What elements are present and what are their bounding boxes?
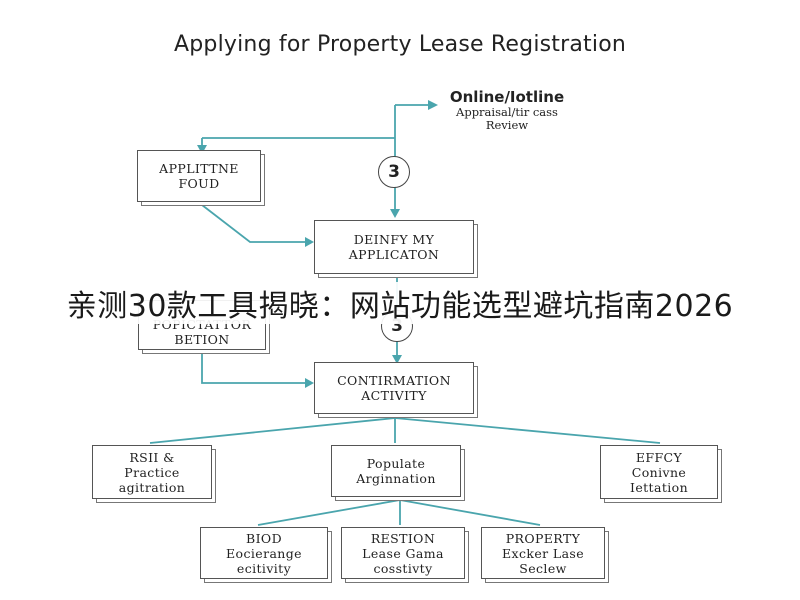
node-rsil-practice-line2: Practice [124,464,180,480]
node-effcy-line1: EFFCY [635,449,683,465]
node-bid-exchange-line3: ecitivity [236,560,292,576]
node-deliver-application-line1: DEINFY MY [353,232,435,247]
node-restion-line2: Lease Gama [362,545,444,561]
node-property-exchange: PROPERTY Excker Lase Seclew [481,527,605,579]
node-appli-found-line2: FOUD [178,176,220,191]
node-restion-line3: cosstivty [373,560,433,576]
step-badge-top: 3 [378,156,410,188]
node-restion-line1: RESTION [370,530,436,546]
connector-applitne-deliver [201,204,308,243]
connector-fan-bid [257,499,401,526]
node-bid-exchange-line2: Eocierange [226,545,302,561]
node-bid-exchange-line1: BIOD [246,530,282,546]
arrowhead-online [428,100,438,110]
node-property-exchange-line2: Excker Lase [501,545,585,561]
node-online-offline-line1: Appraisal/tir cass [456,105,558,119]
node-policy-review-line2: BETION [174,332,230,347]
node-online-offline: Online/Iotline Appraisal/tir cass Review [432,88,582,132]
connector-fan-rsil [149,417,396,444]
node-appli-found: APPLITTNE FOUD [137,150,261,202]
node-populate: Populate Arginnation [331,445,461,497]
node-online-offline-heading: Online/Iotline [449,88,565,106]
node-populate-line1: Populate [366,456,426,471]
node-property-exchange-line3: Seclew [519,560,567,576]
node-populate-line2: Arginnation [356,471,436,486]
node-effcy-line2: Conivne [631,464,687,480]
arrowhead-confirmation-left [305,378,314,388]
arrowhead-deliver-left [305,237,314,247]
node-effcy-line3: Iettation [629,479,689,495]
node-appli-found-line1: APPLITTNE [159,161,239,176]
node-confirmation-line1: CONTIRMATION [337,373,451,388]
arrowhead-confirmation-top [392,355,402,364]
node-deliver-application: DEINFY MY APPLICATON [314,220,474,274]
connector-policy-confirmation [201,345,308,384]
diagram-title: Applying for Property Lease Registration [174,32,626,57]
node-rsil-practice-line1: RSII & [129,449,175,465]
node-confirmation-line2: ACTIVITY [361,388,427,403]
node-bid-exchange: BIOD Eocierange ecitivity [200,527,328,579]
connector-fan-effcy [394,417,661,444]
connector-fan-property [399,499,541,526]
node-restion: RESTION Lease Gama cosstivty [341,527,465,579]
arrowhead-applitne [197,145,207,154]
node-rsil-practice-line3: agitration [118,479,186,495]
node-effcy: EFFCY Conivne Iettation [600,445,718,499]
arrowhead-deliver-top [390,209,400,218]
node-property-exchange-line1: PROPERTY [505,530,581,546]
node-rsil-practice: RSII & Practice agitration [92,445,212,499]
overlay-banner-text: 亲测30款工具揭晓：网站功能选型避坑指南2026 [0,282,800,324]
node-online-offline-line2: Review [485,118,529,132]
node-confirmation: CONTIRMATION ACTIVITY [314,362,474,414]
node-deliver-application-line2: APPLICATON [348,247,440,262]
